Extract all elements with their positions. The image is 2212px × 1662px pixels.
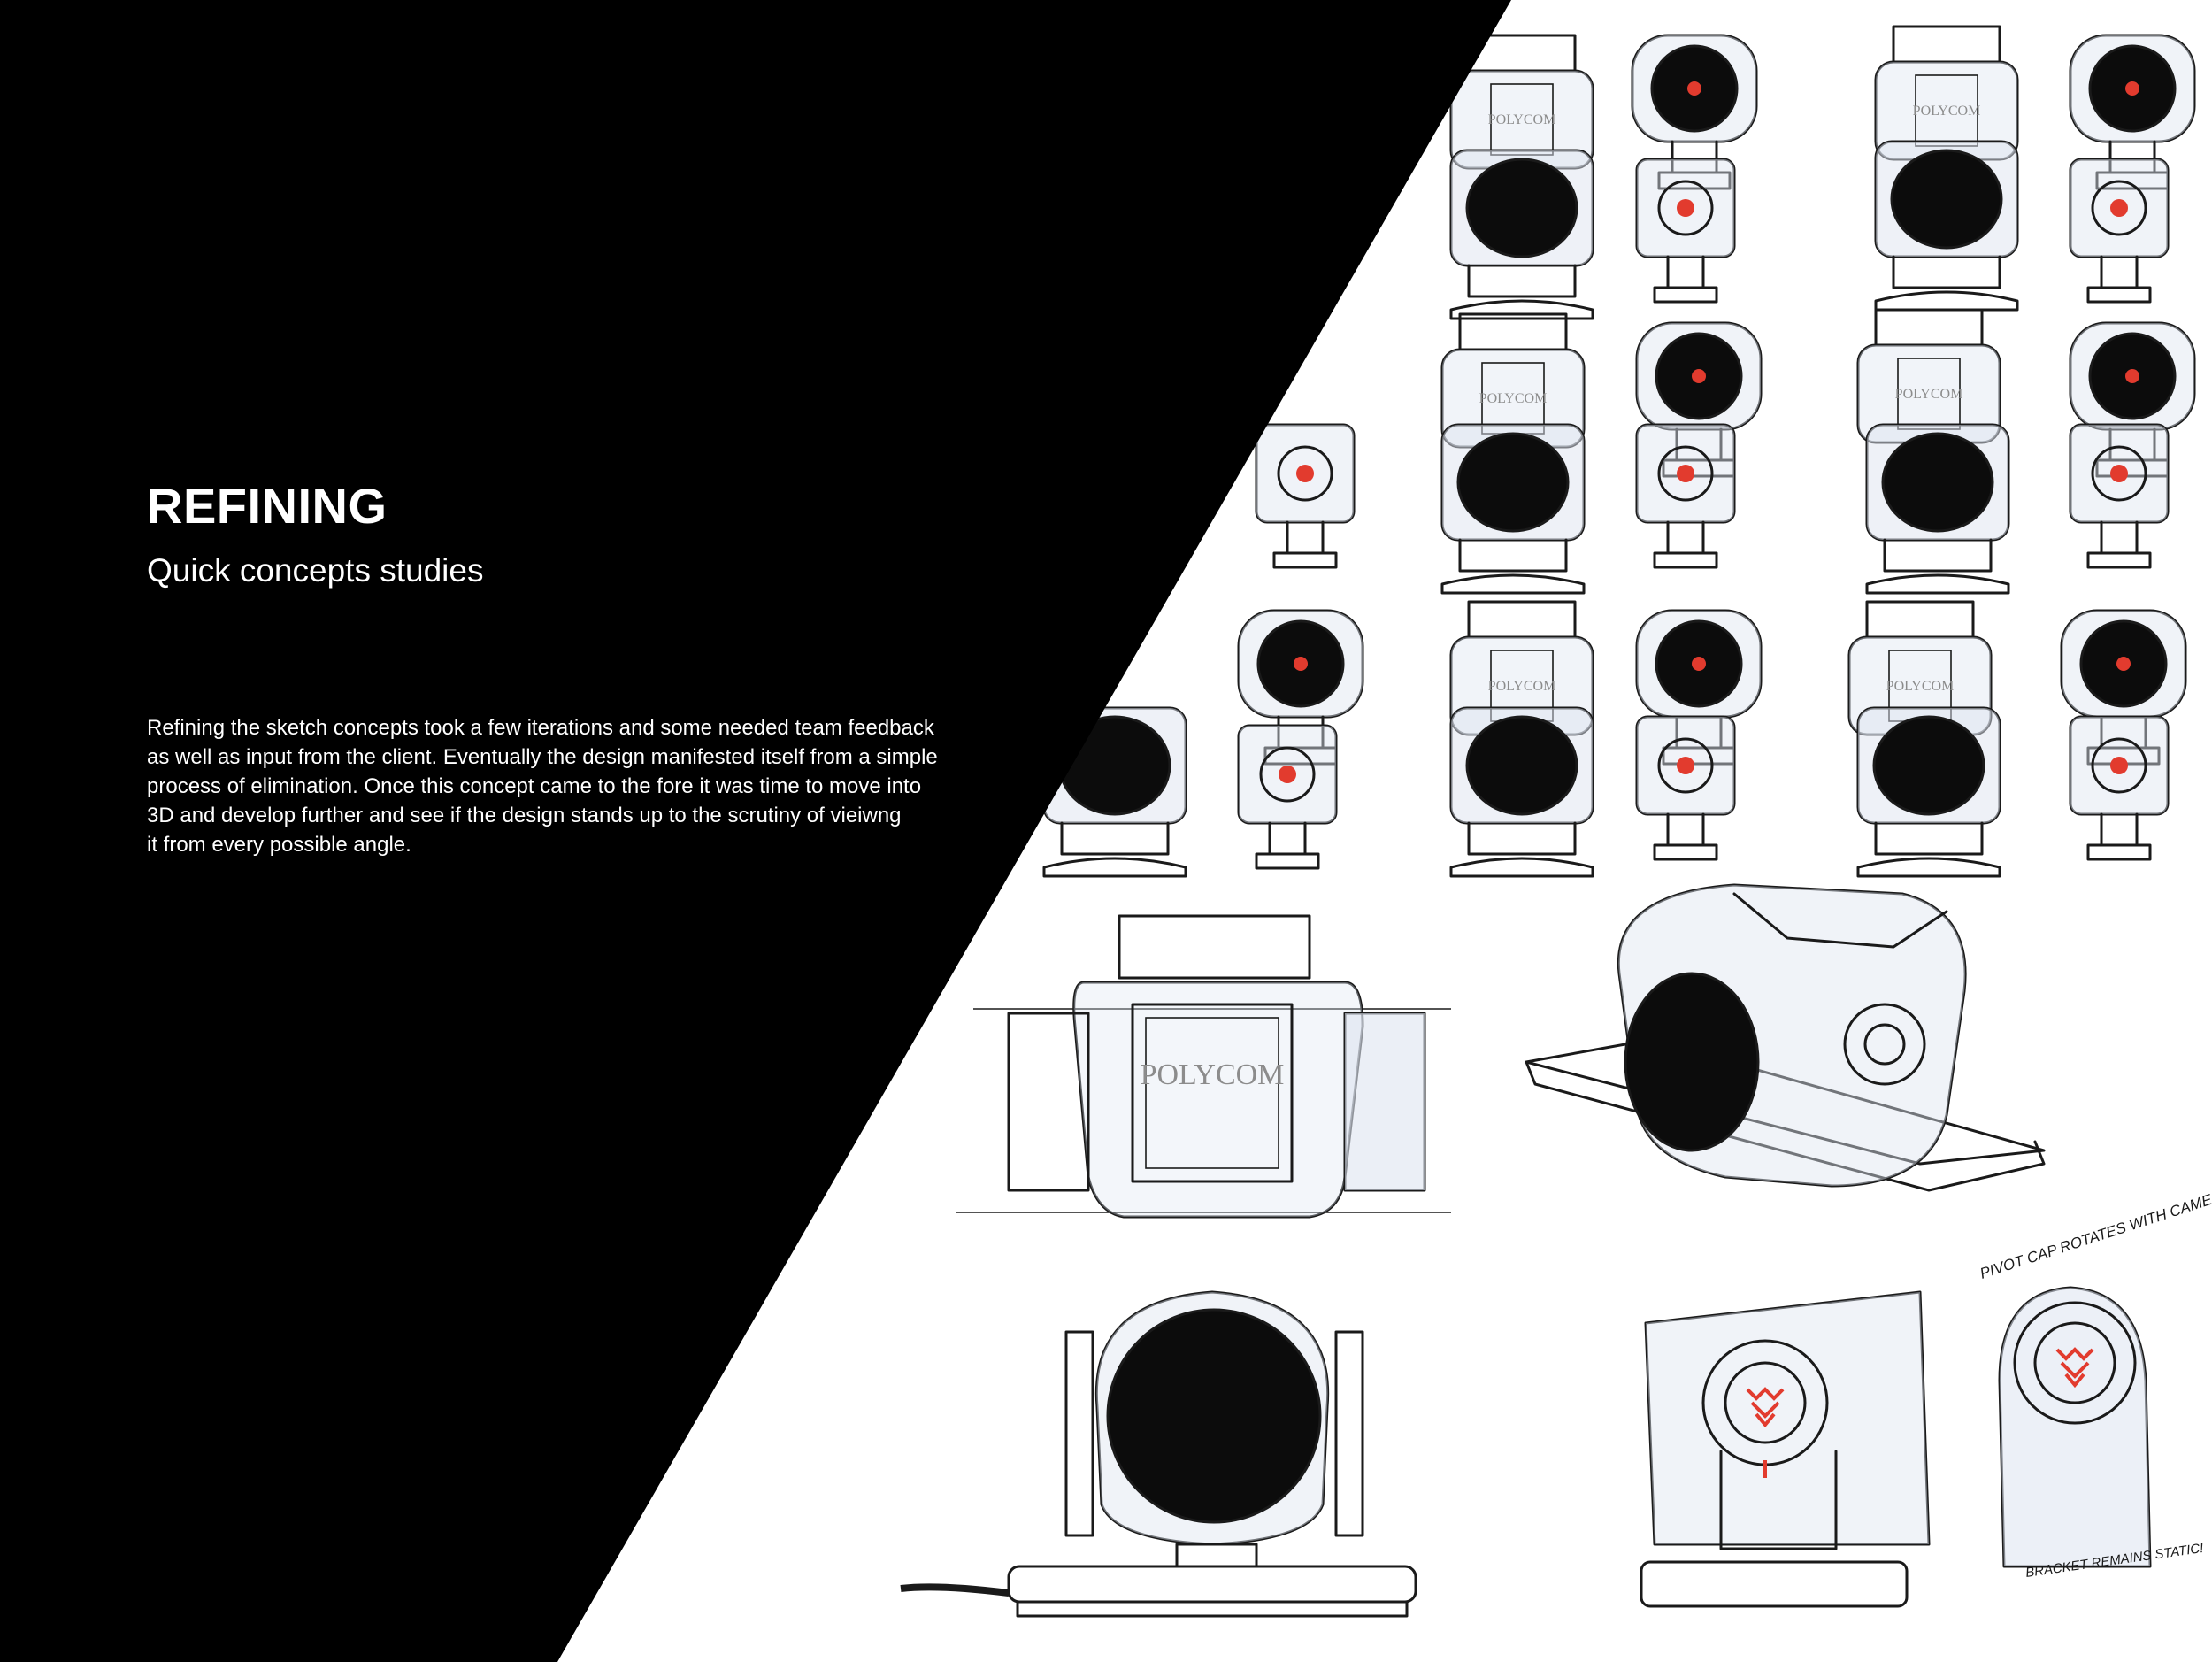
sketch-side-view-6 xyxy=(1237,724,1338,870)
concept-sketches: POLYCOM xyxy=(900,25,2212,1618)
sketch-lens-view-1 xyxy=(1449,149,1594,320)
sketch-side-view-3 xyxy=(1255,423,1356,569)
sketch-large-lens-view xyxy=(900,1290,1417,1618)
sketch-lens-view-2 xyxy=(1874,140,2019,312)
page-subtitle: Quick concepts studies xyxy=(147,552,484,589)
sketch-side-view-1 xyxy=(1635,158,1736,304)
sketch-front-view-4 xyxy=(1856,308,2001,444)
body-line-5: it from every possible angle. xyxy=(147,833,411,857)
sketch-lens-view-4 xyxy=(1865,423,2010,595)
annotation-pivot-cap: PIVOT CAP ROTATES WITH CAMERA! xyxy=(1978,1183,2212,1282)
sketch-lens-view-3 xyxy=(1440,423,1586,595)
body-line-2: as well as input from the client. Eventu… xyxy=(147,745,938,769)
body-line-3: process of elimination. Once this concep… xyxy=(147,774,922,798)
sketch-side-view-2 xyxy=(2069,158,2170,304)
sketch-side-view-8 xyxy=(2069,715,2170,861)
black-diagonal-panel xyxy=(0,0,1511,1662)
body-line-4: 3D and develop further and see if the de… xyxy=(147,804,902,827)
svg-text:POLYCOM: POLYCOM xyxy=(1141,1058,1285,1091)
sketch-pivot-cap-detail: PIVOT CAP ROTATES WITH CAMERA! BRACKET R… xyxy=(1978,1183,2212,1581)
sketch-large-front-view: POLYCOM xyxy=(956,914,1451,1219)
body-paragraph: Refining the sketch concepts took a few … xyxy=(147,713,1049,859)
sketch-lens-view-6 xyxy=(1449,706,1594,878)
sketch-side-view-4 xyxy=(1635,423,1736,569)
body-line-1: Refining the sketch concepts took a few … xyxy=(147,716,934,740)
sketch-side-view-5 xyxy=(2069,423,2170,569)
page-title: REFINING xyxy=(147,478,388,534)
sketch-lens-view-7 xyxy=(1856,706,2001,878)
sketch-large-perspective-view xyxy=(1525,883,2046,1192)
sketch-large-side-view xyxy=(1640,1290,1931,1608)
sketch-front-view-2 xyxy=(1874,25,2019,161)
sketch-side-view-7 xyxy=(1635,715,1736,861)
